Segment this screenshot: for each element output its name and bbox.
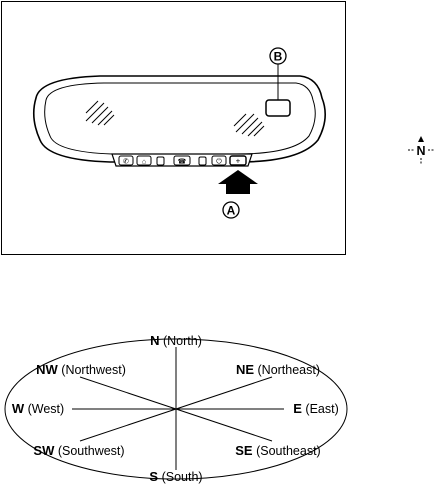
compass-display-letter: N — [416, 144, 425, 158]
compass-axes — [72, 347, 284, 470]
power-icon: ⏻ — [216, 158, 222, 166]
home-phone-icon: ☎ — [178, 158, 187, 166]
callout-b: B — [269, 47, 287, 100]
mirror-glass — [44, 82, 316, 155]
compass-toggle-icon: + — [236, 157, 241, 166]
home-icon: ⌂ — [142, 159, 146, 166]
home-phone-button[interactable] — [173, 155, 191, 166]
callout-a: A — [222, 201, 240, 219]
phone-icon: ✆ — [123, 159, 129, 166]
direction-north: N (North) — [150, 333, 202, 348]
compass-toggle-button[interactable] — [229, 155, 247, 166]
compass-rose: N (North) NE (Northeast) E (East) SE (So… — [4, 333, 348, 484]
home-button[interactable] — [136, 155, 152, 166]
direction-southwest: SW (Southwest) — [33, 443, 124, 458]
compass-display-icon: N — [408, 136, 434, 164]
compass-ellipse — [4, 338, 348, 480]
callout-a-label: A — [227, 204, 236, 218]
direction-southeast: SE (Southeast) — [235, 443, 320, 458]
direction-west: W (West) — [12, 401, 64, 416]
pointer-arrow — [218, 170, 258, 194]
compass-display-window — [265, 99, 291, 117]
mirror-buttons: ✆ ⌂ ☎ ⏻ + — [118, 155, 247, 166]
callout-b-label: B — [274, 50, 283, 64]
direction-northeast: NE (Northeast) — [236, 362, 320, 377]
ne-sw-axis — [79, 376, 273, 442]
direction-northwest: NW (Northwest) — [36, 362, 126, 377]
illustration-frame — [1, 1, 346, 255]
reflection-hatch-left — [85, 100, 115, 126]
reflection-hatch-right — [233, 113, 265, 137]
rearview-mirror: ✆ ⌂ ☎ ⏻ + — [32, 75, 326, 167]
indicator-light-right — [198, 156, 207, 166]
direction-east: E (East) — [293, 401, 339, 416]
direction-south: S (South) — [149, 469, 202, 484]
indicator-light-left — [156, 156, 165, 166]
power-button[interactable] — [211, 155, 227, 166]
phone-button[interactable] — [118, 155, 134, 166]
